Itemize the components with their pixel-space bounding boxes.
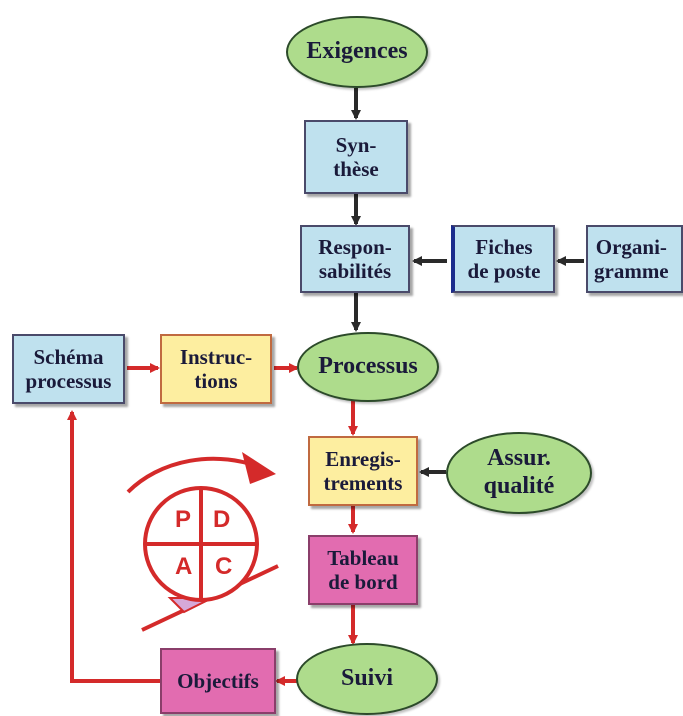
node-fiches-label-2: de poste [467, 259, 541, 283]
node-tableau-de-bord: Tableau de bord [308, 535, 418, 605]
node-objectifs-label: Objectifs [177, 668, 259, 693]
node-instructions: Instruc- tions [160, 334, 272, 404]
node-synthese-label-1: Syn- [335, 132, 377, 157]
node-responsabilites-label-1: Respon- [318, 234, 392, 259]
node-processus: Processus [297, 332, 439, 402]
node-schema-processus: Schéma processus [12, 334, 125, 404]
node-exigences: Exigences [286, 16, 428, 88]
node-fiches-de-poste: Fiches de poste [451, 225, 555, 293]
pdca-letter-d: D [213, 506, 231, 533]
node-responsabilites: Respon- sabilités [300, 225, 410, 293]
node-suivi-label: Suivi [340, 665, 394, 692]
node-assur-label-1: Assur. [487, 445, 551, 472]
pdca-letter-a: A [175, 553, 193, 580]
arrow-objectifs-schema [67, 410, 165, 683]
node-assur-qualite: Assur. qualité [446, 432, 592, 514]
pdca-wheel [126, 452, 279, 632]
pdca-letter-p: P [175, 506, 192, 533]
node-assur-label-2: qualité [483, 473, 555, 499]
node-objectifs: Objectifs [160, 648, 276, 714]
pdca-rotation-arrow [126, 456, 263, 494]
node-synthese-label-2: thèse [333, 157, 379, 181]
node-enregistrements: Enregis- trements [308, 436, 418, 506]
pdca-arrowhead [242, 452, 276, 484]
node-fiches-label-1: Fiches [475, 234, 533, 259]
node-suivi: Suivi [296, 643, 438, 715]
node-processus-label: Processus [318, 353, 418, 380]
node-synthese: Syn- thèse [304, 120, 408, 194]
node-enregistrements-label-2: trements [323, 471, 403, 495]
node-organigramme-label-2: gramme [594, 259, 669, 283]
node-instructions-label-2: tions [194, 369, 238, 393]
node-instructions-label-1: Instruc- [179, 344, 253, 369]
node-responsabilites-label-2: sabilités [318, 259, 392, 283]
node-organigramme-label-1: Organi- [595, 234, 667, 259]
node-tableau-label-2: de bord [328, 570, 398, 594]
node-schema-label-1: Schéma [33, 344, 104, 369]
pdca-letter-c: C [215, 553, 233, 580]
node-tableau-label-1: Tableau [327, 545, 399, 570]
node-enregistrements-label-1: Enregis- [325, 446, 401, 471]
node-exigences-label: Exigences [306, 38, 408, 65]
node-schema-label-2: processus [25, 369, 112, 393]
node-organigramme: Organi- gramme [586, 225, 683, 293]
